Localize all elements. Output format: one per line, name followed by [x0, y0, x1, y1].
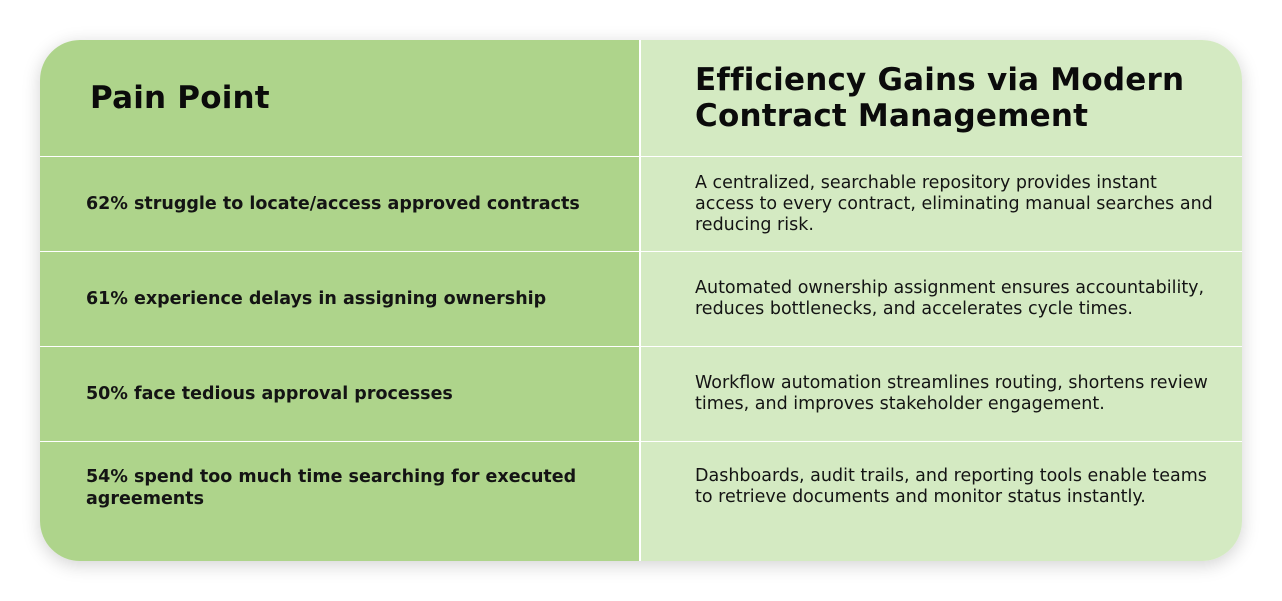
table-row: Dashboards, audit trails, and reporting …: [641, 441, 1242, 561]
efficiency-gain-text: Dashboards, audit trails, and reporting …: [695, 466, 1207, 507]
pain-point-text: 50% face tedious approval processes: [86, 384, 453, 404]
table-row: 62% struggle to locate/access approved c…: [40, 156, 639, 251]
pain-point-text: 54% spend too much time searching for ex…: [86, 467, 577, 509]
table-row: Workflow automation streamlines routing,…: [641, 346, 1242, 441]
pain-point-header-cell: Pain Point: [40, 40, 639, 156]
table-row: 61% experience delays in assigning owner…: [40, 251, 639, 346]
efficiency-gain-text: Automated ownership assignment ensures a…: [695, 278, 1205, 319]
pain-point-text: 62% struggle to locate/access approved c…: [86, 194, 580, 214]
table-row: 54% spend too much time searching for ex…: [40, 441, 639, 561]
pain-point-text: 61% experience delays in assigning owner…: [86, 289, 547, 309]
comparison-table: Pain Point 62% struggle to locate/access…: [40, 40, 1242, 561]
table-row: 50% face tedious approval processes: [40, 346, 639, 441]
efficiency-gain-text: A centralized, searchable repository pro…: [695, 172, 1213, 235]
table-row: A centralized, searchable repository pro…: [641, 156, 1242, 251]
pain-point-column: Pain Point 62% struggle to locate/access…: [40, 40, 641, 561]
efficiency-gains-column: Efficiency Gains via Modern Contract Man…: [641, 40, 1242, 561]
efficiency-gain-text: Workflow automation streamlines routing,…: [695, 373, 1208, 414]
table-row: Automated ownership assignment ensures a…: [641, 251, 1242, 346]
efficiency-gains-header-cell: Efficiency Gains via Modern Contract Man…: [641, 40, 1242, 156]
pain-point-header: Pain Point: [90, 80, 270, 116]
efficiency-gains-header: Efficiency Gains via Modern Contract Man…: [695, 62, 1185, 134]
